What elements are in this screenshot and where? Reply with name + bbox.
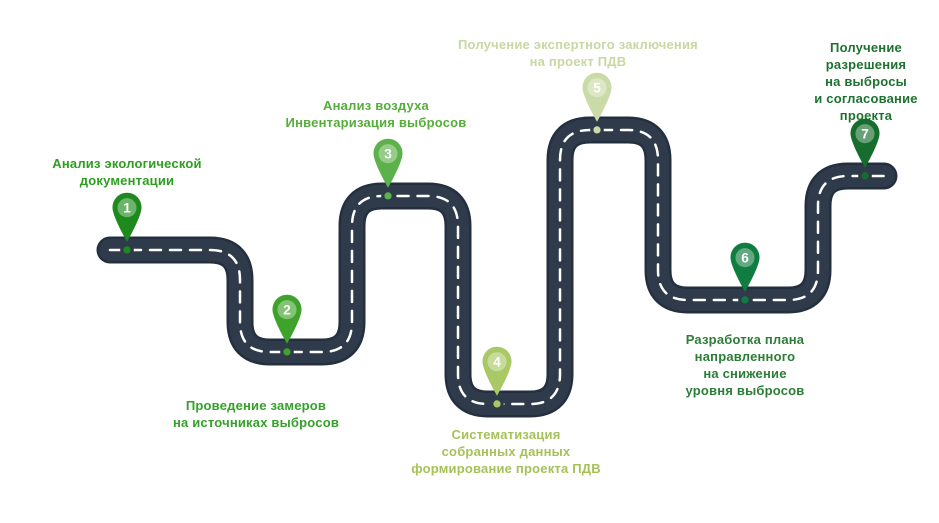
map-marker-icon [482,346,512,396]
step-pin-7: 7 [845,116,885,185]
pin-anchor-center [861,172,869,180]
step-pin-2: 2 [267,292,307,361]
pin-number: 4 [493,355,501,370]
map-marker-icon [272,294,302,344]
step-label-4: Систематизация собранных данных формиров… [411,427,601,476]
pin-anchor-center [123,246,131,254]
pin-inner-circle [378,144,398,164]
pin-number: 5 [593,81,601,96]
pin-inner-circle [117,198,137,218]
map-marker-icon [582,72,612,122]
pin-inner-circle [855,124,875,144]
pin-anchor-center [384,192,392,200]
map-marker-icon [112,192,142,242]
map-marker-icon [850,118,880,168]
pin-inner-circle [487,352,507,372]
step-pin-1: 1 [107,190,147,259]
map-marker-icon [730,242,760,292]
pin-inner-circle [587,78,607,98]
pin-anchor-center [493,400,501,408]
pin-anchor-center [741,296,749,304]
step-label-5: Получение экспертного заключения на прое… [458,37,698,69]
pin-number: 7 [861,127,869,142]
step-label-7: Получение разрешения на выбросы и соглас… [814,40,918,123]
step-label-3: Анализ воздуха Инвентаризация выбросов [285,98,467,130]
pin-number: 1 [123,201,131,216]
step-label-6: Разработка плана направленного на снижен… [685,332,805,398]
step-pin-4: 4 [477,344,517,413]
step-pin-6: 6 [725,240,765,309]
pin-inner-circle [277,300,297,320]
road-centerline [108,128,886,406]
pin-number: 6 [741,251,749,266]
step-label-1: Анализ экологической документации [52,156,202,188]
pin-number: 2 [283,303,291,318]
step-label-2: Проведение замеров на источниках выбросо… [172,398,340,430]
pin-anchor-center [593,126,601,134]
map-marker-icon [373,138,403,188]
step-pin-3: 3 [368,136,408,205]
pin-number: 3 [384,147,392,162]
step-pin-5: 5 [577,70,617,139]
pin-inner-circle [735,248,755,268]
pin-anchor-center [283,348,291,356]
